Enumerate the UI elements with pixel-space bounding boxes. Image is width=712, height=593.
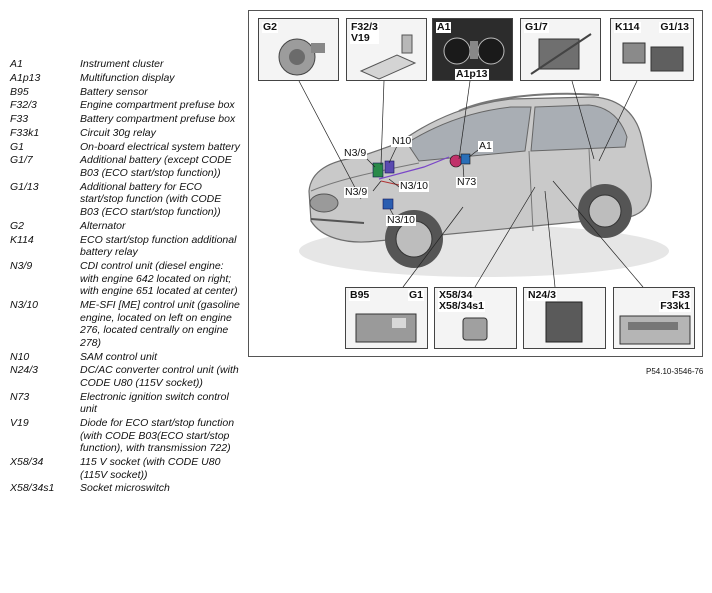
a1p13-label: A1p13 bbox=[455, 68, 489, 80]
legend-code: G1/7 bbox=[10, 154, 33, 167]
k114-label: K114 bbox=[614, 21, 641, 33]
legend-code: G1 bbox=[10, 140, 25, 153]
legend-code: N73 bbox=[10, 390, 30, 403]
legend-item: N24/3 DC/AC converter control unit (with … bbox=[10, 364, 240, 389]
legend-item: K114 ECO start/stop function additional b… bbox=[10, 234, 240, 259]
legend-description: Circuit 30g relay bbox=[80, 126, 156, 139]
legend-item: X58/34 115 V socket (with CODE U80 (115V … bbox=[10, 456, 240, 481]
legend-description: Socket microswitch bbox=[80, 482, 170, 495]
eco-battery-relay-photo: K114 G1/13 bbox=[610, 18, 694, 81]
legend-item: A1 Instrument cluster bbox=[10, 58, 240, 71]
legend-description: ME-SFI [ME] control unit (gasoline engin… bbox=[80, 298, 240, 349]
legend-item: G2 Alternator bbox=[10, 220, 240, 233]
legend-item: G1 On-board electrical system battery bbox=[10, 141, 240, 154]
g113-label: G1/13 bbox=[659, 21, 690, 33]
legend-code: X58/34 bbox=[10, 456, 44, 468]
legend-code: X58/34s1 bbox=[10, 482, 55, 495]
callout-a1: A1 bbox=[478, 140, 493, 152]
legend-description: SAM control unit bbox=[80, 350, 158, 363]
socket-photo: X58/34 X58/34s1 bbox=[434, 287, 517, 349]
legend-description: Alternator bbox=[80, 219, 126, 232]
legend-description: Diode for ECO start/stop function (with … bbox=[80, 417, 235, 455]
legend-code: G1/13 bbox=[10, 180, 39, 193]
callout-n39-bottom: N3/9 bbox=[344, 186, 369, 198]
b95-label: B95 bbox=[349, 289, 371, 301]
legend-description: Multifunction display bbox=[80, 71, 175, 84]
legend-item: F32/3 Engine compartment prefuse box bbox=[10, 99, 240, 112]
legend-description: DC/AC converter control unit (with CODE … bbox=[80, 364, 239, 389]
f32-v19-label: F32/3 V19 bbox=[350, 21, 379, 44]
n243-label: N24/3 bbox=[527, 289, 558, 301]
legend-code: G2 bbox=[10, 219, 25, 232]
prefuse-box-photo: F32/3 V19 bbox=[346, 18, 427, 81]
legend-item: N73 Electronic ignition switch control un… bbox=[10, 391, 240, 416]
callout-n310-top: N3/10 bbox=[399, 180, 430, 192]
x5834-label: X58/34 bbox=[438, 289, 474, 301]
legend-item: N3/10 ME-SFI [ME] control unit (gasoline … bbox=[10, 299, 240, 349]
dcac-converter-photo: N24/3 bbox=[523, 287, 606, 349]
f33k1-label: F33k1 bbox=[659, 300, 691, 312]
legend-description: ECO start/stop function additional batte… bbox=[80, 233, 237, 259]
g17-label: G1/7 bbox=[524, 21, 549, 33]
legend-description: 115 V socket (with CODE U80 (115V socket… bbox=[80, 456, 221, 481]
legend-code: F32/3 bbox=[10, 99, 37, 112]
callout-n310-bottom: N3/10 bbox=[386, 214, 417, 226]
a1-label: A1 bbox=[436, 21, 452, 33]
legend-description: CDI control unit (diesel engine: with en… bbox=[80, 259, 238, 298]
legend-item: N3/9 CDI control unit (diesel engine: wit… bbox=[10, 260, 240, 298]
legend-description: Electronic ignition switch control unit bbox=[80, 390, 229, 416]
legend-description: Engine compartment prefuse box bbox=[80, 99, 235, 112]
additional-battery-photo: G1/7 bbox=[520, 18, 601, 81]
legend-item: F33k1 Circuit 30g relay bbox=[10, 127, 240, 140]
x5834s1-label: X58/34s1 bbox=[438, 300, 485, 312]
legend-description: Instrument cluster bbox=[80, 58, 164, 70]
legend-code: F33k1 bbox=[10, 126, 40, 139]
callout-n73: N73 bbox=[456, 176, 478, 188]
alternator-photo: G2 bbox=[258, 18, 339, 81]
instrument-cluster-photo: A1 A1p13 bbox=[432, 18, 513, 81]
g1-label: G1 bbox=[407, 289, 424, 301]
legend-description: Battery sensor bbox=[80, 85, 148, 98]
legend-code: N10 bbox=[10, 350, 30, 363]
legend-code: N24/3 bbox=[10, 364, 39, 377]
legend-item: G1/7 Additional battery (except CODE B03 … bbox=[10, 154, 240, 179]
legend-code: A1p13 bbox=[10, 71, 41, 84]
g2-label: G2 bbox=[262, 21, 279, 33]
legend-code: F33 bbox=[10, 113, 29, 126]
legend-code: N3/9 bbox=[10, 259, 33, 272]
reference-code: P54.10-3546-76 bbox=[646, 367, 704, 376]
legend-description: Battery compartment prefuse box bbox=[80, 113, 236, 126]
legend-item: X58/34s1 Socket microswitch bbox=[10, 482, 240, 495]
legend-description: Additional battery (except CODE B03 (ECO… bbox=[80, 154, 232, 180]
legend-item: G1/13 Additional battery for ECO start/st… bbox=[10, 181, 240, 219]
legend-code: K114 bbox=[10, 233, 34, 246]
legend-item: B95 Battery sensor bbox=[10, 86, 240, 99]
battery-sensor-photo: B95 G1 bbox=[345, 287, 428, 349]
legend-description: Additional battery for ECO start/stop fu… bbox=[80, 180, 222, 219]
legend-code: B95 bbox=[10, 85, 29, 98]
legend-description: On-board electrical system battery bbox=[80, 140, 240, 153]
callout-n10: N10 bbox=[391, 135, 413, 147]
legend-item: A1p13 Multifunction display bbox=[10, 72, 240, 85]
legend-code: A1 bbox=[10, 58, 23, 70]
vehicle-diagram: G2 F32/3 V19 A1 A1p13 G1/7 K114 G1/13 B9… bbox=[248, 10, 703, 357]
legend-item: N10 SAM control unit bbox=[10, 351, 240, 364]
legend-item: V19 Diode for ECO start/stop function (wi… bbox=[10, 417, 240, 455]
legend-code: N3/10 bbox=[10, 298, 39, 311]
callout-n39-top: N3/9 bbox=[343, 147, 368, 159]
battery-prefuse-box-photo: F33 F33k1 bbox=[613, 287, 695, 349]
legend-code: V19 bbox=[10, 417, 29, 430]
f33-label: F33 bbox=[670, 289, 691, 301]
legend-item: F33 Battery compartment prefuse box bbox=[10, 113, 240, 126]
